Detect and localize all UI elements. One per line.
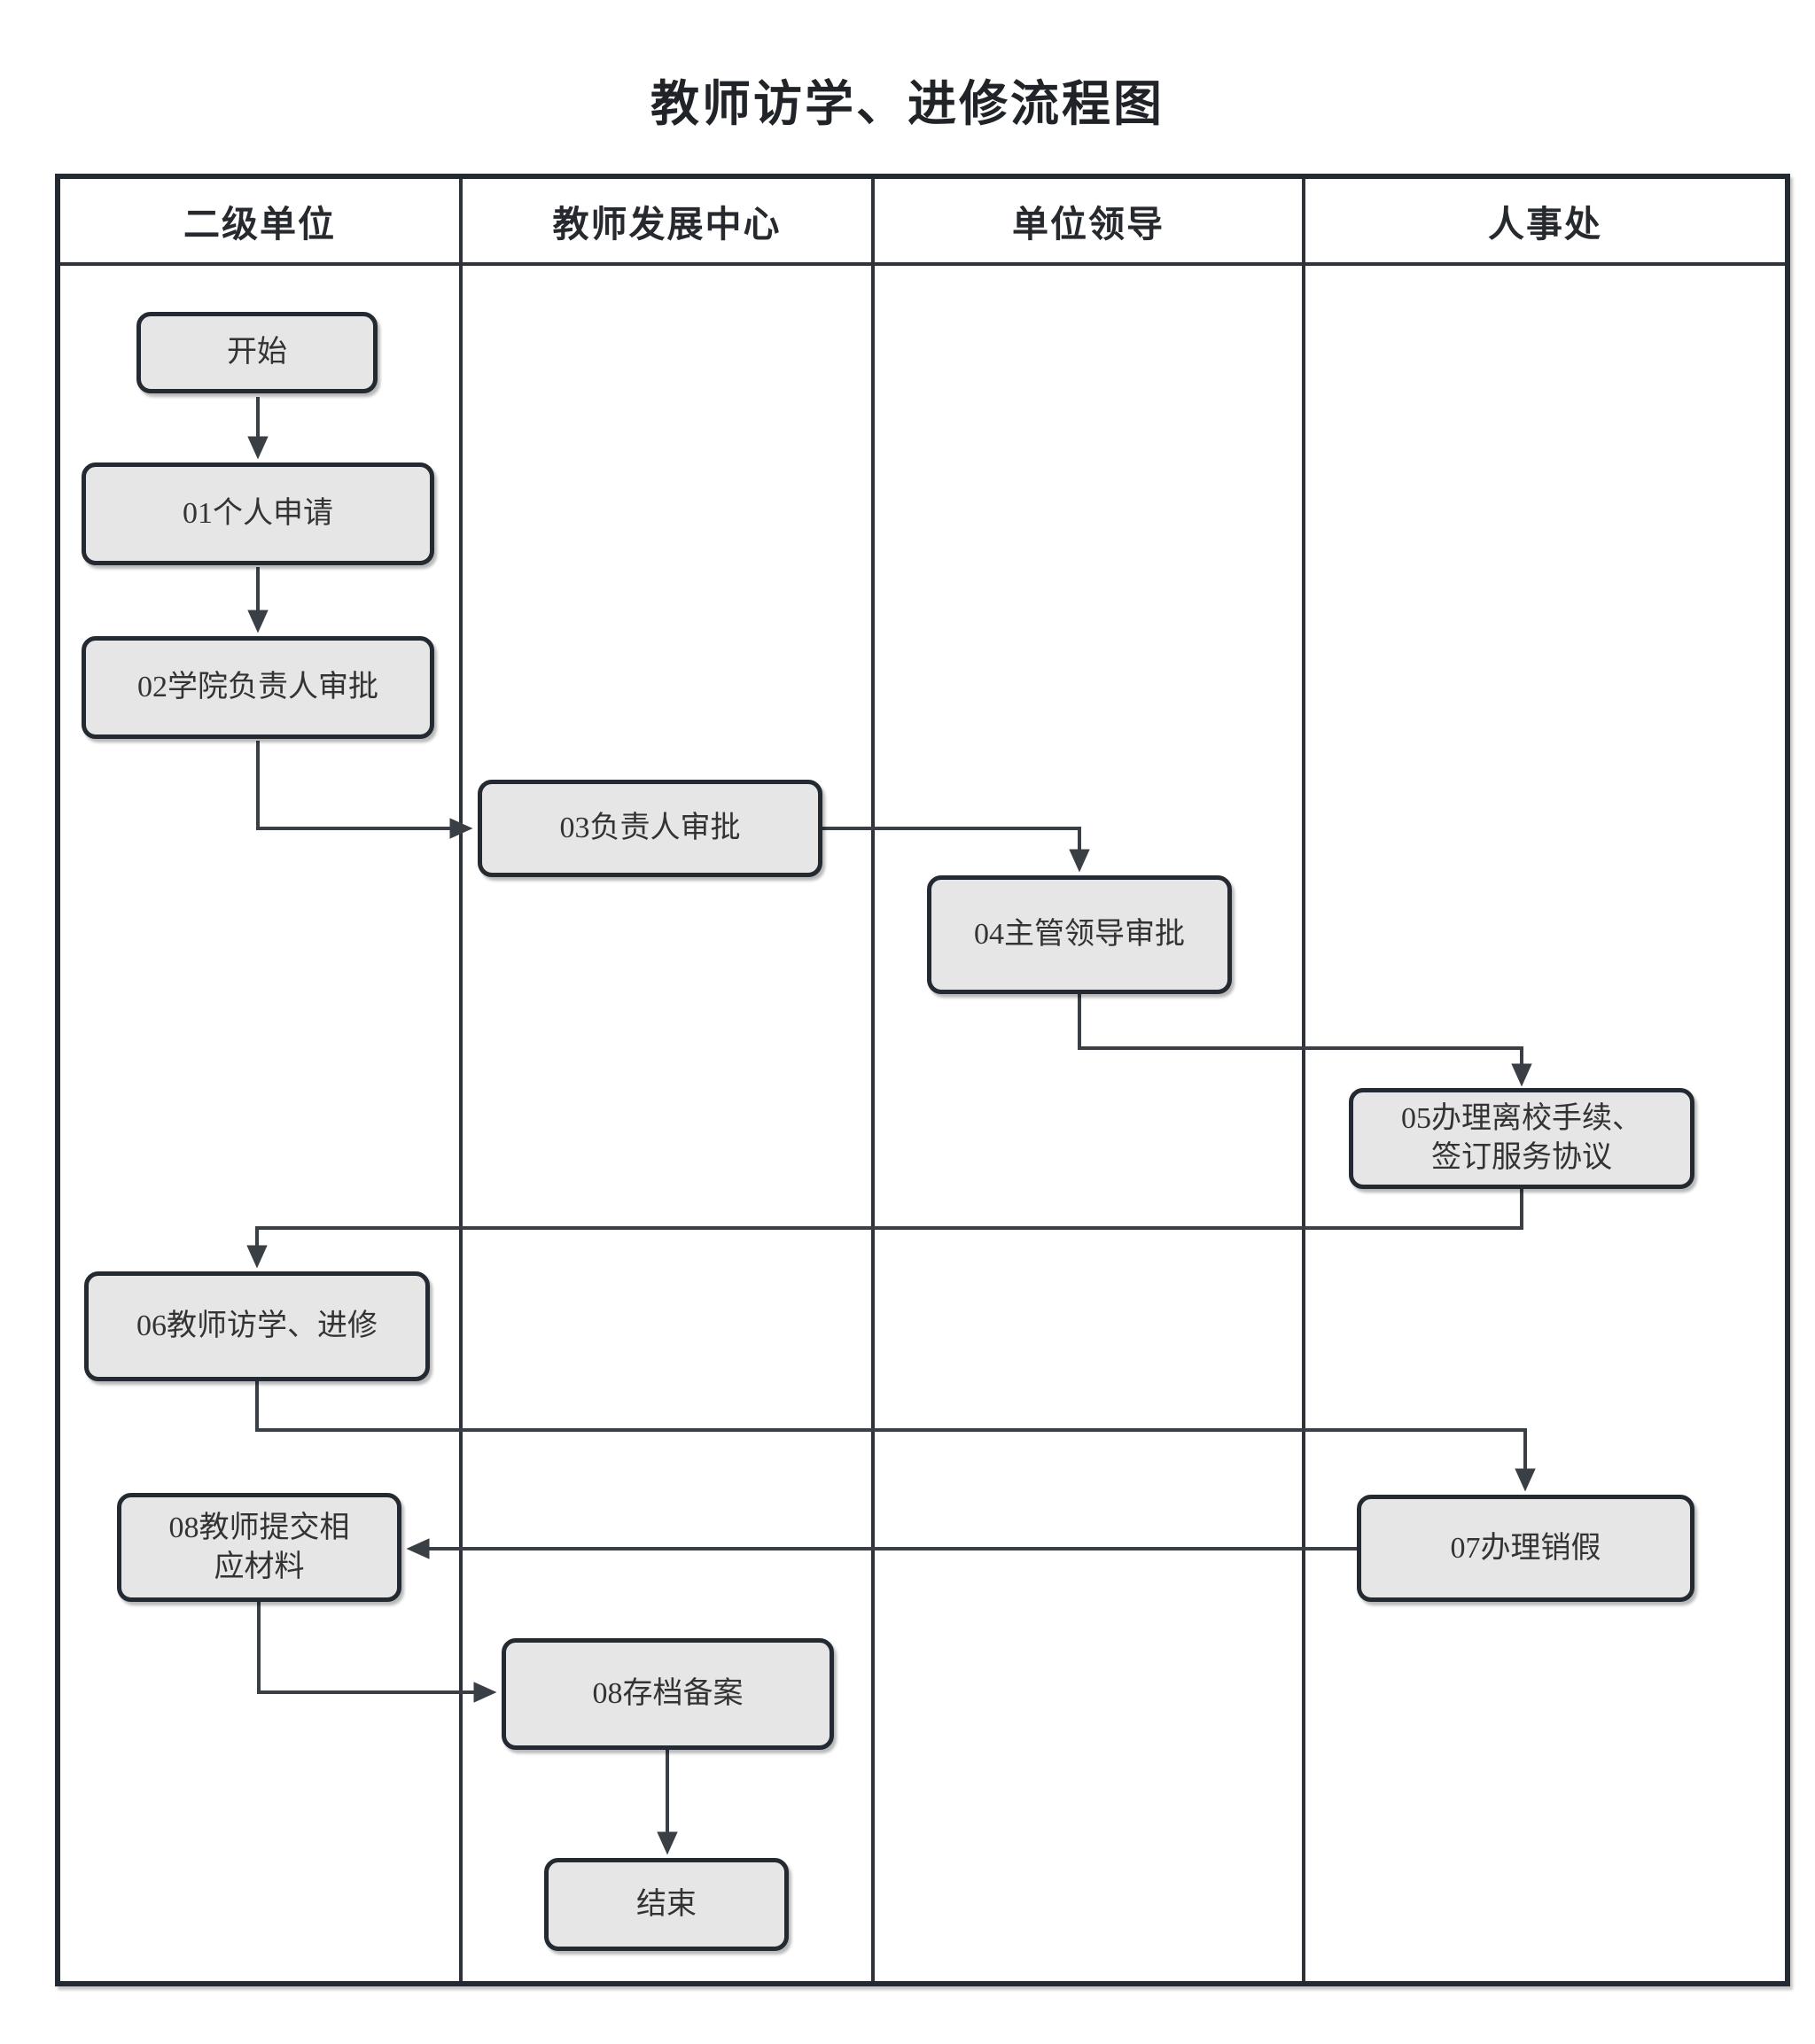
swimlane-table: 二级单位 教师发展中心 单位领导 人事处 [55,174,1790,1986]
lane-header-teacher-development-center: 教师发展中心 [552,204,782,245]
header-divider [60,262,1785,266]
node-05-leave-procedures: 05办理离校手续、 签订服务协议 [1349,1088,1694,1189]
lane-header-personnel-office: 人事处 [1488,204,1602,245]
node-06-visit-study: 06教师访学、进修 [84,1271,430,1381]
lane-header-unit-leadership: 单位领导 [1012,204,1165,245]
lane-divider-3 [1302,179,1305,1981]
lane-header-secondary-unit: 二级单位 [183,204,336,245]
lane-divider-2 [871,179,875,1981]
node-04-leader-approval: 04主管领导审批 [927,875,1232,994]
node-08-archive-filing: 08存档备案 [502,1638,834,1750]
node-07-cancel-leave: 07办理销假 [1357,1495,1694,1602]
node-end: 结束 [544,1858,789,1951]
node-02-college-head-approval: 02学院负责人审批 [82,636,434,739]
node-01-personal-application: 01个人申请 [82,462,434,565]
node-start: 开始 [136,312,378,393]
page-title: 教师访学、进修流程图 [650,76,1165,131]
lane-divider-1 [459,179,463,1981]
node-03-head-approval: 03负责人审批 [478,780,822,877]
node-08-submit-materials: 08教师提交相 应材料 [117,1493,401,1602]
